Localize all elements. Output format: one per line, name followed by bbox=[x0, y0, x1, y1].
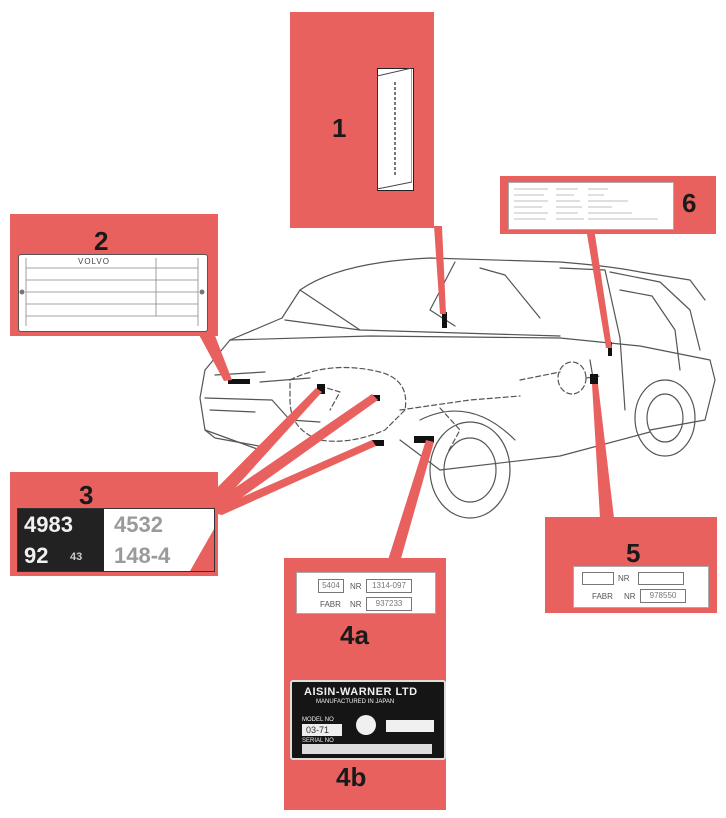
type-plate bbox=[18, 254, 208, 332]
emission-label bbox=[508, 182, 674, 230]
label-5: 5 bbox=[626, 538, 641, 568]
emission-label-lines bbox=[514, 188, 658, 220]
label-2: 2 bbox=[94, 226, 109, 256]
type-plate-grid bbox=[19, 258, 205, 326]
automatic-transmission-plate: AISIN-WARNER LTD MANUFACTURED IN JAPAN M… bbox=[290, 680, 446, 760]
at-blank-box bbox=[386, 720, 434, 732]
at-model-label: MODEL NO bbox=[302, 717, 334, 723]
gearbox-fabr-label: FABR bbox=[320, 600, 341, 609]
label-1: 1 bbox=[332, 113, 347, 143]
label-4a: 4a bbox=[340, 620, 369, 650]
gearbox-field-type: 5404 bbox=[318, 579, 344, 593]
at-serial-box bbox=[302, 744, 432, 754]
gearbox-field-serial: 937233 bbox=[366, 597, 412, 611]
engine-number-top-left: 4983 bbox=[24, 512, 73, 537]
engine-number-plate: 4983 4532 92 43 148-4 bbox=[17, 508, 215, 572]
engine-number-bottom-right: 148-4 bbox=[114, 543, 171, 568]
at-origin: MANUFACTURED IN JAPAN bbox=[316, 699, 395, 705]
gearbox-nr-label-2: NR bbox=[350, 600, 362, 609]
label-6: 6 bbox=[682, 188, 697, 218]
engine-number-bottom-left: 92 bbox=[24, 543, 49, 568]
type-plate-brand: VOLVO bbox=[78, 257, 110, 266]
rear-axle-nr-label-2: NR bbox=[624, 592, 636, 601]
at-model-value: 03-71 bbox=[306, 725, 330, 735]
gearbox-nr-label-1: NR bbox=[350, 582, 362, 591]
windshield-label-stripe bbox=[377, 68, 412, 189]
at-circle bbox=[356, 715, 376, 735]
rear-axle-fabr-label: FABR bbox=[592, 592, 613, 601]
engine-number-cut-corner bbox=[190, 529, 214, 571]
at-model-box bbox=[302, 724, 342, 736]
at-serial-label: SERIAL NO bbox=[302, 738, 334, 744]
engine-number-dark-area bbox=[18, 509, 104, 571]
rear-axle-nr-label-1: NR bbox=[618, 574, 630, 583]
engine-number-bottom-small: 43 bbox=[70, 551, 83, 563]
label-4b: 4b bbox=[336, 762, 367, 792]
label-3: 3 bbox=[79, 480, 94, 510]
engine-number-top-right: 4532 bbox=[114, 512, 163, 537]
rear-axle-field-type bbox=[582, 572, 614, 585]
rear-axle-field-part bbox=[638, 572, 684, 585]
gearbox-field-part: 1314-097 bbox=[366, 579, 412, 593]
at-maker: AISIN-WARNER LTD bbox=[304, 686, 418, 698]
rear-axle-field-serial: 978550 bbox=[640, 589, 686, 603]
